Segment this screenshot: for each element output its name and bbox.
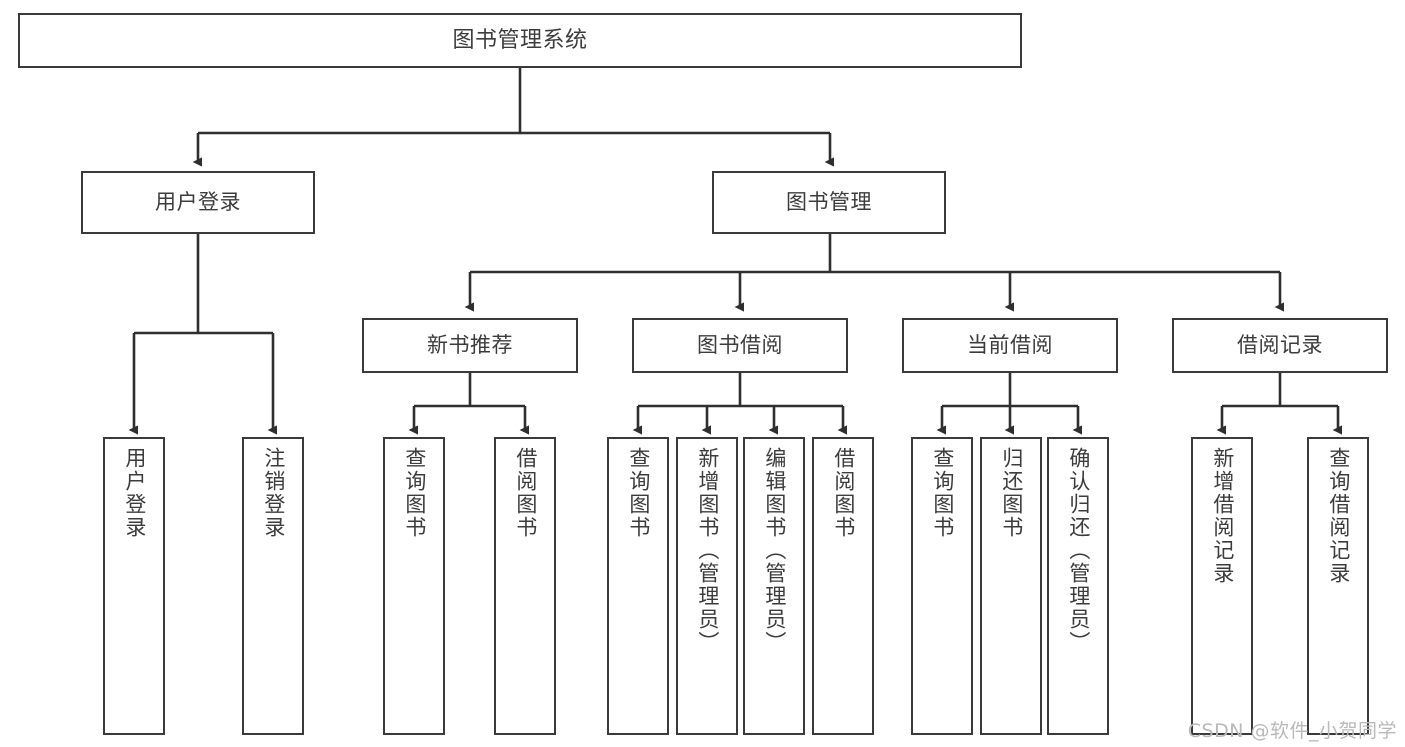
node-label: 确认归还（管理员） <box>1066 447 1091 654</box>
leaf-add-book[interactable]: 新增图书（管理员） <box>676 437 738 735</box>
node-user-login[interactable]: 用户登录 <box>81 171 315 234</box>
node-label: 归还图书 <box>999 447 1024 539</box>
leaf-query-record[interactable]: 查询借阅记录 <box>1307 437 1369 735</box>
leaf-user-login[interactable]: 用户登录 <box>103 437 165 735</box>
leaf-borrow-book-2[interactable]: 借阅图书 <box>812 437 874 735</box>
node-book-borrow[interactable]: 图书借阅 <box>632 318 848 373</box>
csdn-watermark: CSDN @软件_小贺同学 <box>1187 720 1397 742</box>
leaf-edit-book[interactable]: 编辑图书（管理员） <box>743 437 805 735</box>
leaf-logout-login[interactable]: 注销登录 <box>242 437 304 735</box>
node-label: 当前借阅 <box>967 333 1053 358</box>
node-label: 新增图书（管理员） <box>695 447 720 654</box>
node-label: 查询图书 <box>626 447 651 539</box>
node-label: 注销登录 <box>261 447 286 539</box>
node-label: 图书管理 <box>786 190 872 215</box>
leaf-add-record[interactable]: 新增借阅记录 <box>1191 437 1253 735</box>
node-label: 借阅图书 <box>513 447 538 539</box>
node-book-manage[interactable]: 图书管理 <box>712 171 946 234</box>
node-label: 查询图书 <box>930 447 955 539</box>
node-root-system[interactable]: 图书管理系统 <box>18 13 1022 68</box>
leaf-query-book-1[interactable]: 查询图书 <box>383 437 445 735</box>
leaf-borrow-book-1[interactable]: 借阅图书 <box>494 437 556 735</box>
node-label: 新书推荐 <box>427 333 513 358</box>
node-label: 新增借阅记录 <box>1210 447 1235 585</box>
node-new-book-recommend[interactable]: 新书推荐 <box>362 318 578 373</box>
leaf-query-book-3[interactable]: 查询图书 <box>911 437 973 735</box>
leaf-confirm-return[interactable]: 确认归还（管理员） <box>1047 437 1109 735</box>
node-label: 查询借阅记录 <box>1326 447 1351 585</box>
node-label: 图书管理系统 <box>452 27 588 53</box>
node-label: 借阅图书 <box>831 447 856 539</box>
node-label: 用户登录 <box>122 447 147 539</box>
node-label: 用户登录 <box>155 190 241 215</box>
leaf-query-book-2[interactable]: 查询图书 <box>607 437 669 735</box>
node-label: 借阅记录 <box>1237 333 1323 358</box>
node-borrow-record[interactable]: 借阅记录 <box>1172 318 1388 373</box>
node-label: 查询图书 <box>402 447 427 539</box>
node-current-borrow[interactable]: 当前借阅 <box>902 318 1118 373</box>
leaf-return-book[interactable]: 归还图书 <box>980 437 1042 735</box>
node-label: 图书借阅 <box>697 333 783 358</box>
node-label: 编辑图书（管理员） <box>762 447 787 654</box>
